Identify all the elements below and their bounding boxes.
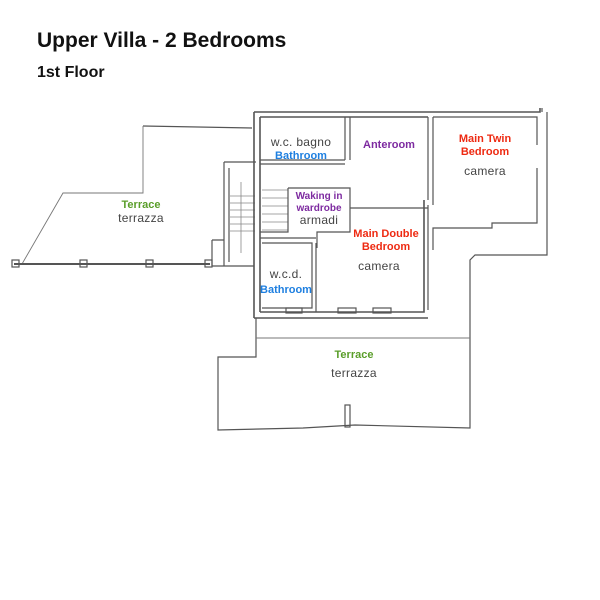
- room-bathroom-lower: w.c.d. Bathroom: [260, 267, 312, 296]
- floor-subtitle: 1st Floor: [37, 64, 105, 81]
- room-terrace-west: Terrace terrazza: [118, 199, 164, 225]
- wardrobe-label-it: armadi: [299, 213, 339, 227]
- terrace-west-label-it: terrazza: [118, 210, 164, 225]
- room-anteroom: Anteroom: [363, 139, 415, 152]
- page-title: Upper Villa - 2 Bedrooms: [37, 29, 287, 52]
- twin-bedroom-label-line1: Main Twin: [458, 133, 512, 145]
- room-main-twin-bedroom: Main Twin Bedroom camera: [459, 133, 511, 179]
- twin-bedroom-label-it: camera: [464, 164, 506, 179]
- double-bedroom-label-line1: Main Double: [353, 228, 419, 240]
- wardrobe-label-line2: wardrobe: [296, 202, 342, 214]
- bathroom-upper-label-it: w.c. bagno: [270, 135, 332, 149]
- double-bedroom-label-line2: Bedroom: [361, 240, 411, 253]
- bathroom-upper-label-en: Bathroom: [275, 149, 327, 162]
- anteroom-label-en: Anteroom: [363, 139, 415, 151]
- bathroom-lower-label-en: Bathroom: [260, 283, 312, 296]
- double-bedroom-label-it: camera: [358, 259, 400, 274]
- room-terrace-south: Terrace terrazza: [331, 349, 377, 380]
- terrace-south-label-en: Terrace: [334, 349, 374, 361]
- twin-bedroom-label-line2: Bedroom: [460, 145, 510, 158]
- room-bathroom-upper: w.c. bagno Bathroom: [270, 135, 332, 162]
- terrace-south-label-it: terrazza: [331, 365, 377, 380]
- room-walk-in-wardrobe: Waking in wardrobe armadi: [296, 191, 343, 228]
- terrace-west-label-en: Terrace: [121, 199, 161, 211]
- room-main-double-bedroom: Main Double Bedroom camera: [353, 228, 418, 274]
- bathroom-lower-label-it: w.c.d.: [269, 267, 303, 281]
- wardrobe-label-line1: Waking in: [295, 191, 343, 202]
